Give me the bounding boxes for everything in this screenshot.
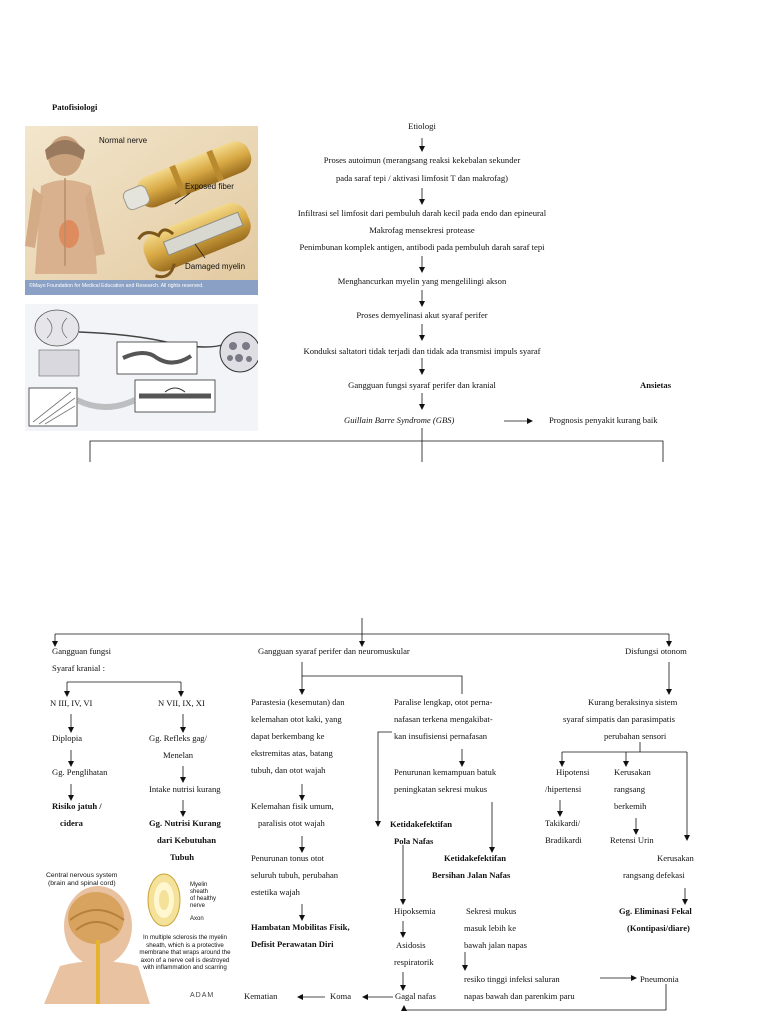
node-ansietas: Ansietas — [640, 377, 671, 394]
node-n7: N VII, IX, XI — [158, 695, 205, 712]
node-demyelinasi: Proses demyelinasi akut syaraf perifer — [292, 307, 552, 324]
node-kerusakan-berkemih-line1: Kerusakan — [614, 764, 651, 781]
node-retensi-urin: Retensi Urin — [610, 832, 654, 849]
node-resiko-infeksi-line2: napas bawah dan parenkim paru — [464, 988, 575, 1005]
node-refleks-line1: Gg. Refleks gag/ — [149, 730, 207, 747]
node-takikardi-line2: Bradikardi — [545, 832, 582, 849]
node-gagal-nafas: Gagal nafas — [395, 988, 436, 1005]
kranial-head-line1: Gangguan fungsi — [52, 643, 111, 660]
node-hambatan-mobilitas: Hambatan Mobilitas Fisik, — [251, 919, 350, 936]
kranial-head-line2: Syaraf kranial : — [52, 660, 105, 677]
node-tonus-line1: Penurunan tonus otot — [251, 850, 324, 867]
node-kerusakan-defekasi-line1: Kerusakan — [657, 850, 694, 867]
node-etiologi: Etiologi — [322, 118, 522, 135]
node-bersihan-line2: Bersihan Jalan Nafas — [432, 867, 510, 884]
node-kerusakan-berkemih-line2: rangsang — [614, 781, 645, 798]
perifer-head: Gangguan syaraf perifer dan neuromuskula… — [258, 643, 410, 660]
node-batuk-line1: Penurunan kemampuan batuk — [394, 764, 496, 781]
node-hipotensi-line2: /hipertensi — [545, 781, 581, 798]
node-n3: N III, IV, VI — [50, 695, 92, 712]
node-pola-nafas-line2: Pola Nafas — [394, 833, 433, 850]
node-batuk-line2: peningkatan sekresi mukus — [394, 781, 487, 798]
node-eliminasi-fekal-line2: (Kontipasi/diare) — [627, 920, 690, 937]
node-sekresi-line1: Sekresi mukus — [466, 903, 516, 920]
node-risiko-jatuh-line2: cidera — [60, 815, 83, 832]
node-nutrisi-line2: dari Kebutuhan — [157, 832, 216, 849]
node-hipotensi-line1: Hipotensi — [556, 764, 589, 781]
node-asidosis-line1: Asidosis — [396, 937, 426, 954]
node-tonus-line3: estetika wajah — [251, 884, 300, 901]
node-refleks-line2: Menelan — [163, 747, 193, 764]
node-kerusakan-berkemih-line3: berkemih — [614, 798, 646, 815]
node-menghancurkan-myelin: Menghancurkan myelin yang mengelilingi a… — [292, 273, 552, 290]
node-paralise-line1: Paralise lengkap, otot perna- — [394, 694, 492, 711]
node-konduksi: Konduksi saltatori tidak terjadi dan tid… — [272, 343, 572, 360]
node-kelemahan-line2: paralisis otot wajah — [258, 815, 325, 832]
node-intake: Intake nutrisi kurang — [149, 781, 221, 798]
node-koma: Koma — [330, 988, 351, 1005]
node-penglihatan: Gg. Penglihatan — [52, 764, 107, 781]
node-makrofag: Makrofag mensekresi protease — [272, 222, 572, 239]
node-kurang-beraksi-line1: Kurang beraksinya sistem — [588, 694, 677, 711]
node-risiko-jatuh-line1: Risiko jatuh / — [52, 798, 102, 815]
node-kelemahan-line1: Kelemahan fisik umum, — [251, 798, 334, 815]
node-resiko-infeksi-line1: resiko tinggi infeksi saluran — [464, 971, 560, 988]
node-nutrisi-line3: Tubuh — [170, 849, 194, 866]
node-sekresi-line2: masuk lebih ke — [464, 920, 516, 937]
node-parastesia-line4: ekstremitas atas, batang — [251, 745, 333, 762]
node-penimbunan: Penimbunan komplek antigen, antibodi pad… — [272, 239, 572, 256]
node-kurang-beraksi-line2: syaraf simpatis dan parasimpatis — [563, 711, 675, 728]
node-parastesia-line5: tubuh, dan otot wajah — [251, 762, 325, 779]
node-diplopia: Diplopia — [52, 730, 82, 747]
node-kematian: Kematian — [244, 988, 277, 1005]
node-sekresi-line3: bawah jalan napas — [464, 937, 527, 954]
node-paralise-line3: kan insufisiensi pernafasan — [394, 728, 487, 745]
node-perubahan-sensori: perubahan sensori — [604, 728, 666, 745]
node-hipoksemia: Hipoksemia — [394, 903, 436, 920]
node-infiltrasi: Infiltrasi sel limfosit dari pembuluh da… — [272, 205, 572, 222]
node-pola-nafas-line1: Ketidakefektifan — [390, 816, 452, 833]
node-asidosis-line2: respiratorik — [394, 954, 434, 971]
node-gangguan-fungsi: Gangguan fungsi syaraf perifer dan krani… — [292, 377, 552, 394]
node-defisit-perawatan: Defisit Perawatan Diri — [251, 936, 334, 953]
node-eliminasi-fekal-line1: Gg. Eliminasi Fekal — [619, 903, 692, 920]
node-takikardi-line1: Takikardi/ — [545, 815, 580, 832]
node-gbs: Guillain Barre Syndrome (GBS) — [344, 412, 454, 429]
node-pneumonia: Pneumonia — [640, 971, 679, 988]
node-tonus-line2: seluruh tubuh, perubahan — [251, 867, 338, 884]
node-autoimun-line1: Proses autoimun (merangsang reaksi kekeb… — [292, 152, 552, 169]
node-parastesia-line1: Parastesia (kesemutan) dan — [251, 694, 345, 711]
node-prognosis: Prognosis penyakit kurang baik — [549, 412, 658, 429]
node-paralise-line2: nafasan terkena mengakibat- — [394, 711, 493, 728]
node-bersihan-line1: Ketidakefektifan — [444, 850, 506, 867]
node-kerusakan-defekasi-line2: rangsang defekasi — [623, 867, 685, 884]
otonom-head: Disfungsi otonom — [625, 643, 687, 660]
node-parastesia-line2: kelemahan otot kaki, yang — [251, 711, 342, 728]
node-autoimun-line2: pada saraf tepi / aktivasi limfosit T da… — [292, 170, 552, 187]
node-nutrisi-line1: Gg. Nutrisi Kurang — [149, 815, 221, 832]
node-parastesia-line3: dapat berkembang ke — [251, 728, 325, 745]
